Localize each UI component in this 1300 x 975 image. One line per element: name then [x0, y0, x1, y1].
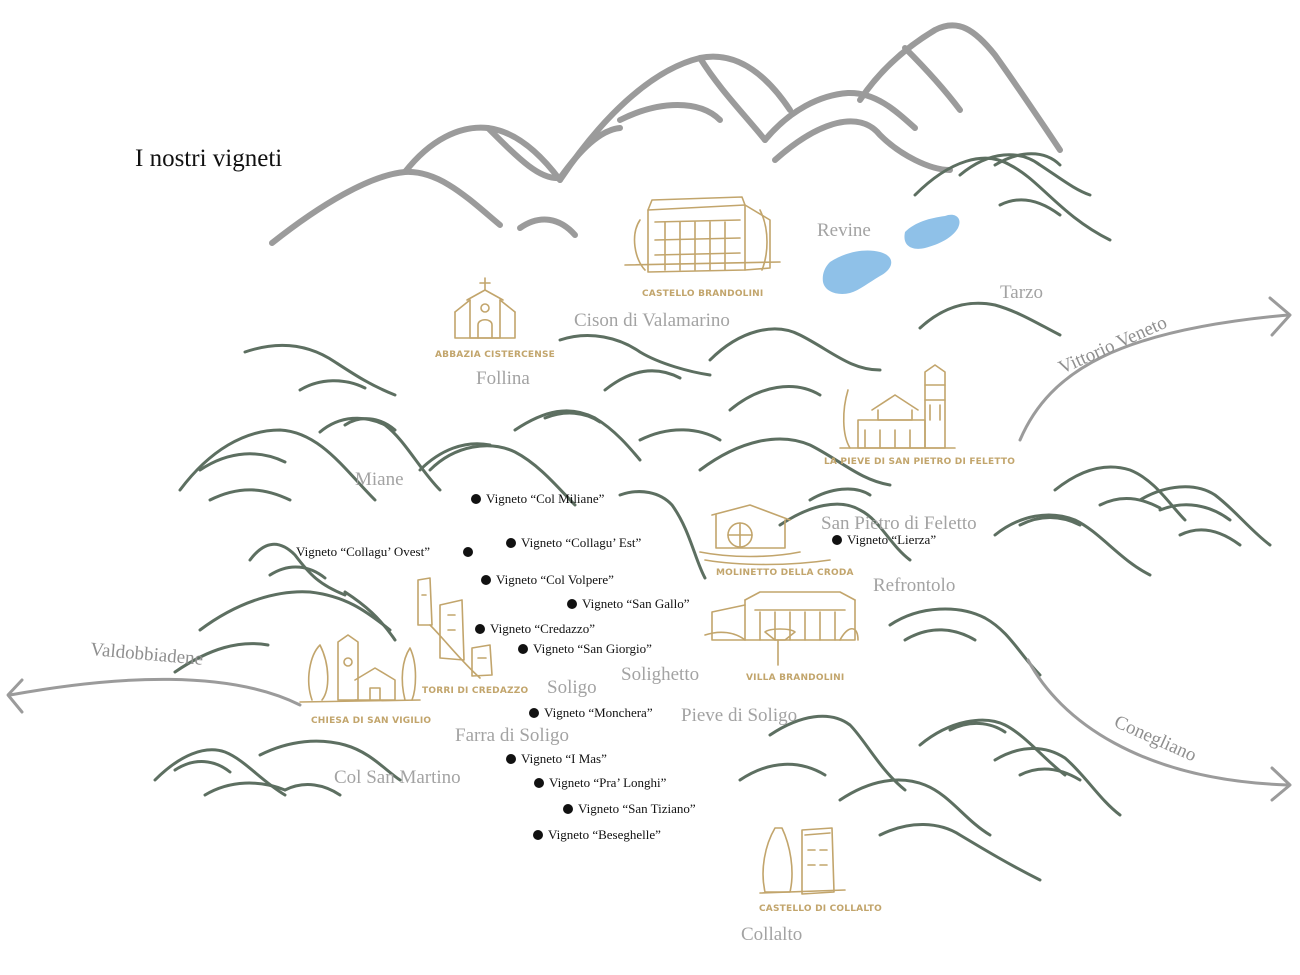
town-pieve: Pieve di Soligo — [681, 705, 797, 726]
abbazia-cistercense-icon — [454, 277, 516, 339]
label-molinetto: MOLINETTO DELLA CRODA — [716, 568, 854, 578]
vineyard-label: Vigneto “San Tiziano” — [578, 801, 696, 816]
vineyard-col-miliane[interactable]: Vigneto “Col Miliane” — [471, 491, 605, 506]
town-soligo: Soligo — [547, 677, 597, 698]
vineyard-label: Vigneto “Pra’ Longhi” — [549, 775, 667, 790]
vineyard-monchera[interactable]: Vigneto “Monchera” — [529, 705, 653, 720]
castello-collalto-icon — [759, 827, 846, 895]
vineyard-dot — [481, 575, 491, 585]
town-tarzo: Tarzo — [1000, 282, 1043, 303]
vineyard-label: Vigneto “Beseghelle” — [548, 827, 661, 842]
pieve-san-pietro-icon — [839, 364, 956, 449]
town-miane: Miane — [355, 469, 404, 490]
vineyard-col-volpere[interactable]: Vigneto “Col Volpere” — [481, 572, 614, 587]
label-castello-brandolini: CASTELLO BRANDOLINI — [642, 289, 763, 299]
road-labels: Vittorio Veneto Valdobbiadene Conegliano — [90, 312, 1200, 766]
road-label-conegliano: Conegliano — [1111, 711, 1200, 766]
landmark-labels: CASTELLO BRANDOLINI ABBAZIA CISTERCENSE … — [311, 289, 1015, 914]
map-title: I nostri vigneti — [135, 145, 282, 172]
label-torri-credazzo: TORRI DI CREDAZZO — [422, 686, 528, 696]
town-refrontolo: Refrontolo — [873, 575, 955, 596]
vineyard-dot — [529, 708, 539, 718]
vineyard-label: Vigneto “Col Volpere” — [496, 572, 614, 587]
road-vittorio-veneto — [1018, 313, 1290, 442]
vineyard-collagu-ovest[interactable]: Vigneto “Collagu’ Ovest” — [296, 544, 473, 559]
label-abbazia: ABBAZIA CISTERCENSE — [435, 350, 555, 360]
vineyard-pra-longhi[interactable]: Vigneto “Pra’ Longhi” — [534, 775, 667, 790]
town-farra: Farra di Soligo — [455, 725, 569, 746]
lakes-revine — [822, 214, 960, 294]
castello-brandolini-icon — [624, 196, 781, 273]
molinetto-croda-icon — [699, 504, 831, 566]
road-conegliano — [1026, 658, 1290, 787]
vineyard-dot — [563, 804, 573, 814]
vineyard-beseghelle[interactable]: Vigneto “Beseghelle” — [533, 827, 661, 842]
vineyard-dot — [534, 778, 544, 788]
town-follina: Follina — [476, 368, 530, 389]
arrowhead-valdobbiadene — [6, 678, 24, 714]
vineyard-san-tiziano[interactable]: Vigneto “San Tiziano” — [563, 801, 696, 816]
vineyard-label: Vigneto “Credazzo” — [490, 621, 595, 636]
chiesa-san-vigilio-icon — [299, 634, 421, 703]
vineyard-dot — [506, 754, 516, 764]
vineyard-dot — [463, 547, 473, 557]
town-revine: Revine — [817, 220, 871, 241]
road-arrows — [6, 296, 1292, 802]
landmark-drawings — [299, 196, 956, 895]
town-solighetto: Solighetto — [621, 664, 699, 685]
vineyard-label: Vigneto “I Mas” — [521, 751, 607, 766]
road-label-vittorio-veneto: Vittorio Veneto — [1055, 312, 1170, 378]
mountain-range — [269, 22, 1063, 246]
road-label-valdobbiadene: Valdobbiadene — [90, 639, 204, 670]
vineyard-collagu-est[interactable]: Vigneto “Collagu’ Est” — [506, 535, 642, 550]
vineyard-i-mas[interactable]: Vigneto “I Mas” — [506, 751, 607, 766]
torri-credazzo-icon — [417, 577, 493, 679]
arrowhead-vittorio-veneto — [1268, 296, 1292, 337]
vineyard-san-giorgio[interactable]: Vigneto “San Giorgio” — [518, 641, 652, 656]
vineyard-dot — [506, 538, 516, 548]
vineyard-lierza[interactable]: Vigneto “Lierza” — [832, 532, 936, 547]
town-collalto: Collalto — [741, 924, 802, 945]
vineyard-label: Vigneto “Lierza” — [847, 532, 936, 547]
vineyard-dot — [471, 494, 481, 504]
vineyard-dot — [832, 535, 842, 545]
vineyard-dot — [533, 830, 543, 840]
vineyard-markers: Vigneto “Col Miliane” Vigneto “Collagu’ … — [296, 491, 936, 842]
vineyard-label: Vigneto “San Giorgio” — [533, 641, 652, 656]
vineyard-label: Vigneto “San Gallo” — [582, 596, 690, 611]
hills-layer — [153, 152, 1272, 882]
vineyard-san-gallo[interactable]: Vigneto “San Gallo” — [567, 596, 690, 611]
vineyard-credazzo[interactable]: Vigneto “Credazzo” — [475, 621, 595, 636]
arrowhead-conegliano — [1270, 766, 1292, 802]
villa-brandolini-icon — [704, 591, 859, 666]
vineyard-label: Vigneto “Col Miliane” — [486, 491, 605, 506]
vineyard-label: Vigneto “Collagu’ Ovest” — [296, 544, 430, 559]
label-villa-brandolini: VILLA BRANDOLINI — [746, 673, 844, 683]
label-castello-collalto: CASTELLO DI COLLALTO — [759, 904, 882, 914]
label-pieve-san-pietro: LA PIEVE DI SAN PIETRO DI FELETTO — [824, 457, 1015, 467]
town-labels: Revine Tarzo Cison di Valamarino Follina… — [334, 220, 1043, 945]
town-cison: Cison di Valamarino — [574, 310, 730, 331]
vineyard-label: Vigneto “Collagu’ Est” — [521, 535, 642, 550]
vineyard-dot — [475, 624, 485, 634]
town-col-san-martino: Col San Martino — [334, 767, 461, 788]
vineyard-dot — [567, 599, 577, 609]
vineyard-dot — [518, 644, 528, 654]
road-valdobbiadene — [8, 677, 302, 707]
town-san-pietro: San Pietro di Feletto — [821, 513, 977, 534]
label-chiesa-san-vigilio: CHIESA DI SAN VIGILIO — [311, 716, 431, 726]
vineyard-label: Vigneto “Monchera” — [544, 705, 653, 720]
